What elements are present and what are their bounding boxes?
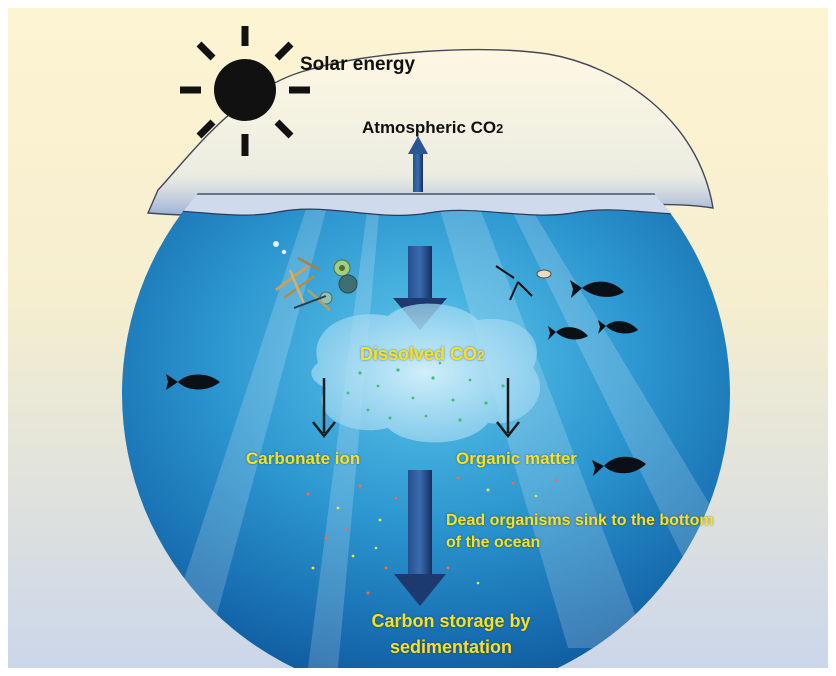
plankton-cluster-icon	[273, 241, 358, 311]
carbonate-arrow	[312, 378, 336, 439]
dissolved-co2-cloud	[311, 303, 541, 443]
atmospheric-co2-label: Atmospheric CO2	[362, 118, 503, 138]
sedimentation-arrow	[394, 470, 446, 606]
atmospheric-exchange-arrow	[408, 136, 428, 192]
carbonate-ion-label: Carbonate ion	[246, 449, 361, 468]
solar-energy-label: Solar energy	[300, 54, 416, 75]
zooplankton-icon	[495, 265, 552, 301]
dead-organisms-label: Dead organisms sink to the bottom of the…	[446, 512, 714, 551]
fish-icon	[548, 326, 588, 340]
fish-icon	[570, 280, 624, 298]
atmospheric-co2-subscript: 2	[496, 121, 504, 136]
fish-icon	[598, 320, 638, 334]
carbon-storage-label: Carbon storage by sedimentation	[371, 611, 531, 657]
sinking-particles	[306, 476, 558, 595]
co2-particles	[346, 361, 505, 422]
ocean-carbon-diagram	[8, 8, 828, 668]
dissolved-co2-text: Dissolved CO	[360, 344, 478, 364]
organic-matter-label: Organic matter	[456, 449, 577, 468]
diagram-stage: Solar energy Atmospheric CO2 Dissolved C…	[8, 8, 828, 668]
sun-icon	[180, 26, 310, 156]
dissolved-co2-subscript: 2	[477, 348, 485, 363]
sea-surface	[127, 193, 729, 216]
fish-icon	[166, 374, 220, 390]
dissolved-co2-label: Dissolved CO2	[360, 344, 485, 365]
atmospheric-co2-text: Atmospheric CO	[362, 118, 497, 137]
organic-arrow	[496, 378, 520, 439]
light-rays	[168, 203, 730, 668]
fish-icon	[592, 456, 646, 476]
